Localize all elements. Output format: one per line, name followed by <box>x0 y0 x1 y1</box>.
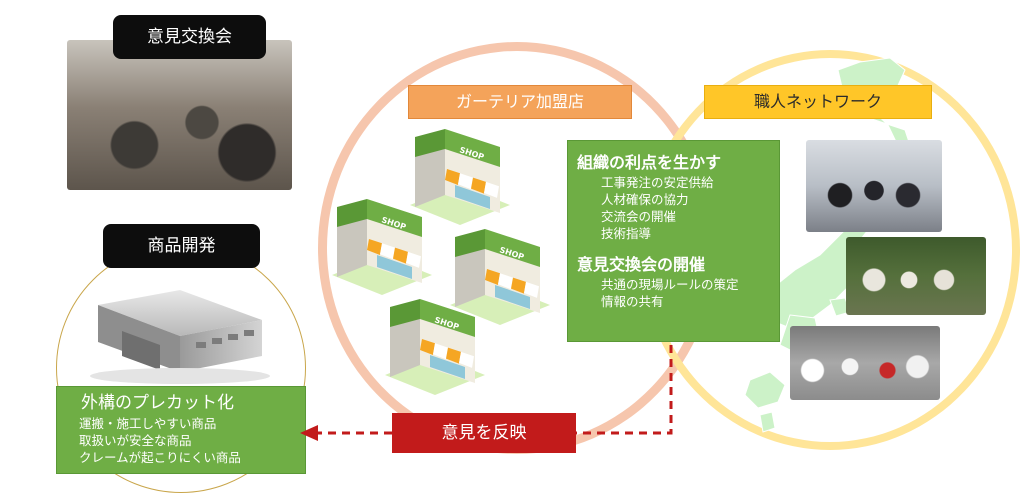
arrow-head-icon <box>300 425 318 441</box>
benefits-item: 交流会の開催 <box>601 209 677 224</box>
product-dev-label: 商品開発 <box>103 224 260 268</box>
benefits-section2-title: 意見交換会の開催 <box>577 255 706 274</box>
shop-icon: SHOP <box>332 199 432 295</box>
product-item: 運搬・施工しやすい商品 <box>79 416 217 431</box>
product-box: 外構のプレカット化 運搬・施工しやすい商品 取扱いが安全な商品 クレームが起こり… <box>56 386 306 474</box>
benefits-item: 工事発注の安定供給 <box>601 175 714 190</box>
product-box-title: 外構のプレカット化 <box>81 393 234 413</box>
benefits-box: 組織の利点を生かす 工事発注の安定供給 人材確保の協力 交流会の開催 技術指導 … <box>567 140 780 342</box>
benefits-item: 人材確保の協力 <box>601 192 689 207</box>
meeting-photo <box>67 40 292 190</box>
meeting-label: 意見交換会 <box>113 15 266 59</box>
product-item: 取扱いが安全な商品 <box>79 433 192 448</box>
product-item: クレームが起こりにくい商品 <box>79 450 241 465</box>
benefits-section1-title: 組織の利点を生かす <box>577 153 722 172</box>
benefits-item: 情報の共有 <box>601 294 664 309</box>
benefits-item: 共通の現場ルールの策定 <box>601 277 739 292</box>
craftsmen-photo-3 <box>790 326 940 400</box>
network-header: 職人ネットワーク <box>704 85 932 119</box>
shop-icon: SHOP <box>385 299 485 395</box>
craftsmen-photo-1 <box>806 140 942 232</box>
reflect-label: 意見を反映 <box>392 413 576 453</box>
shop-icon: SHOP <box>450 229 550 325</box>
benefits-item: 技術指導 <box>601 226 652 241</box>
gaterry-header: ガーテリア加盟店 <box>408 85 632 119</box>
craftsmen-photo-2 <box>846 237 986 315</box>
shop-icon: SHOP <box>410 129 510 225</box>
